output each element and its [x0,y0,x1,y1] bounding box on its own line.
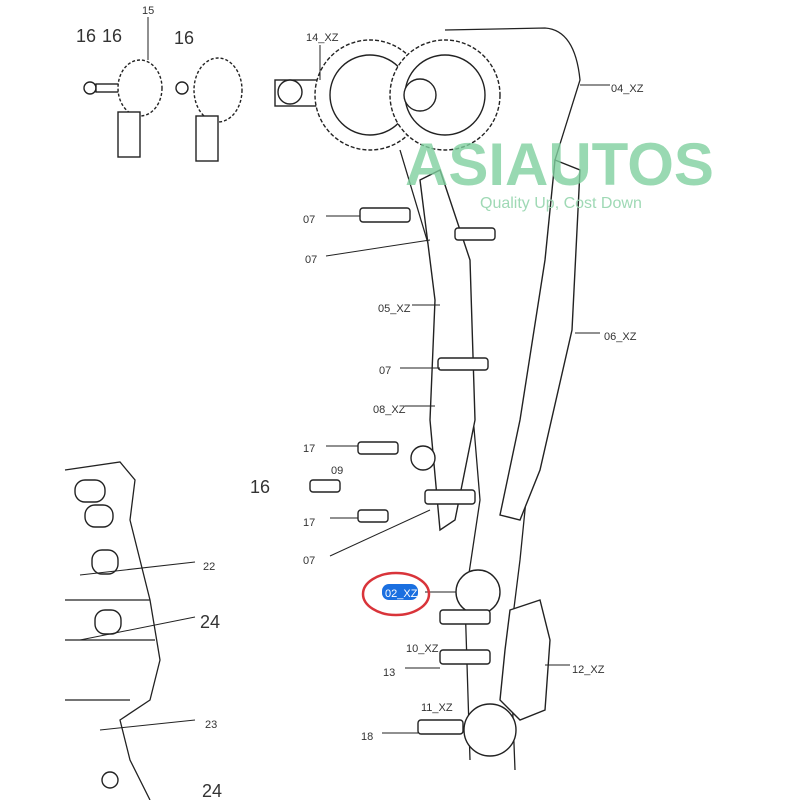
chain-guide-06 [499,159,581,521]
label-08-xz: 08_XZ [373,404,406,416]
tensioner-arm-12 [499,599,551,721]
label-07: 07 [303,555,315,567]
label-18: 18 [361,731,373,743]
crank-sprocket [463,703,517,757]
highlight-ring [361,571,431,617]
label-24: 24 [202,781,222,800]
label-09: 09 [331,465,343,477]
label-17: 17 [303,443,315,455]
label-15: 15 [142,5,154,17]
watermark-slogan: Quality Up, Cost Down [480,195,642,212]
label-22: 22 [203,561,215,573]
solenoid-valves [83,57,243,162]
leader-lines [79,17,610,734]
label-07: 07 [379,365,391,377]
bolts [309,207,496,735]
engine-block [64,461,161,800]
label-23: 23 [205,719,217,731]
label-13: 13 [383,667,395,679]
label-14-xz: 14_XZ [306,32,339,44]
label-10-xz: 10_XZ [406,643,439,655]
watermark-brand: ASIAUTOS [405,131,714,198]
label-24: 24 [200,612,220,632]
label-16: 16 [76,26,96,46]
label-12-xz: 12_XZ [572,664,605,676]
label-17: 17 [303,517,315,529]
label-07: 07 [303,214,315,226]
chain-guide-05 [419,169,476,532]
sprocket-02 [455,569,501,615]
label-07: 07 [305,254,317,266]
label-04-xz: 04_XZ [611,83,644,95]
label-06-xz: 06_XZ [604,331,637,343]
label-16: 16 [250,477,270,497]
highlight-badge [382,584,418,600]
camshaft-sprockets [274,39,501,151]
watermark: ASIAUTOS Quality Up, Cost Down [405,131,714,212]
label-11-xz: 11_XZ [421,702,453,714]
label-16: 16 [102,26,122,46]
label-05-xz: 05_XZ [378,303,411,315]
label-02-xz[interactable]: 02_XZ [385,588,418,600]
label-16: 16 [174,28,194,48]
